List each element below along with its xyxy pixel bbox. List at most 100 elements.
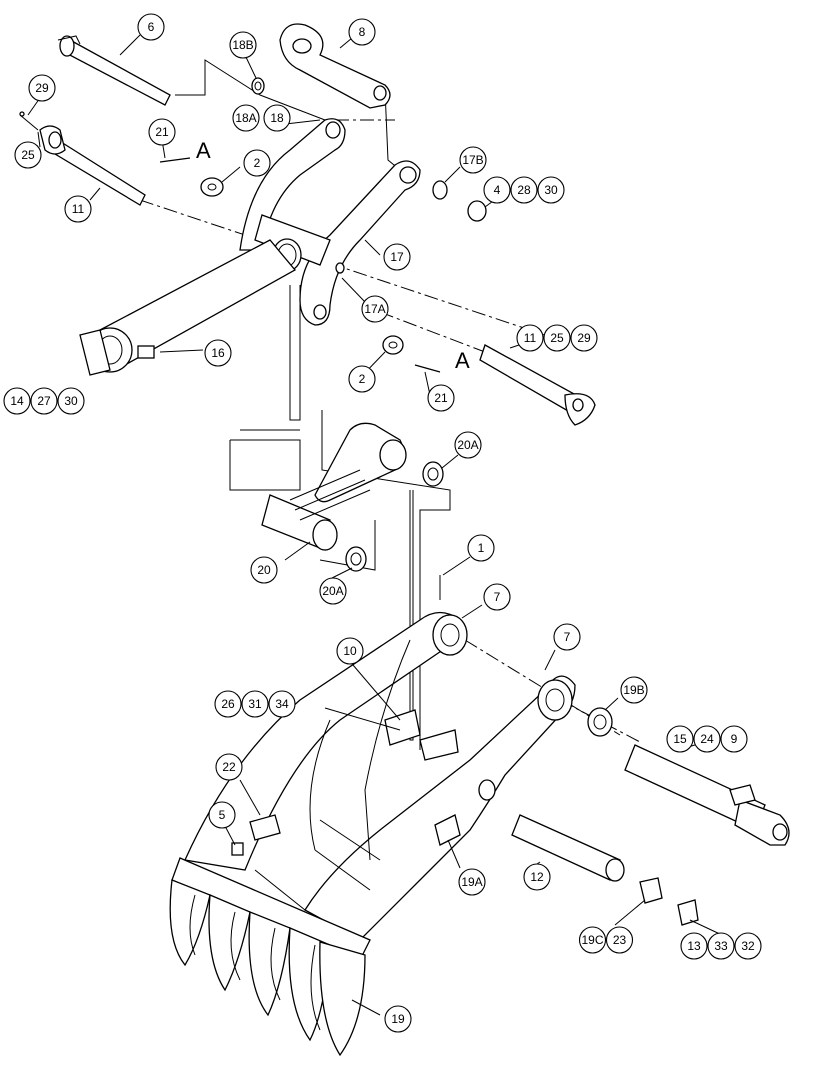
cotter-pin-21-upper	[159, 157, 191, 163]
callout-circle	[348, 18, 376, 46]
callout-c11b-0: 11	[516, 324, 544, 352]
bushing-19b	[587, 707, 613, 737]
callout-c22-0: 22	[215, 753, 243, 781]
ring-17b	[432, 180, 448, 200]
callout-c1-0: 1	[467, 534, 495, 562]
callout-label: 28	[517, 183, 531, 197]
callout-c20a1-0: 20A	[454, 431, 482, 459]
callout-circle	[148, 118, 176, 146]
callout-label: 22	[222, 760, 236, 774]
pin-11-left	[19, 111, 146, 206]
callout-circle	[243, 149, 271, 177]
callout-label: 20	[257, 563, 271, 577]
callout-label: 27	[37, 394, 51, 408]
washer-2-upper	[200, 177, 224, 197]
callout-circle	[64, 195, 92, 223]
callout-c26-0: 26	[214, 690, 242, 718]
callout-label: 18B	[232, 38, 253, 52]
callout-label: 19A	[461, 875, 482, 889]
callout-c2b-0: 2	[348, 365, 376, 393]
callout-label: 10	[343, 644, 357, 658]
callout-label: 21	[155, 125, 169, 139]
callout-circle	[543, 324, 571, 352]
callout-c25-0: 25	[14, 141, 42, 169]
callout-circle	[319, 577, 347, 605]
callout-c19a-0: 19A	[458, 868, 486, 896]
callout-label: 31	[248, 697, 262, 711]
callout-label: 7	[564, 630, 571, 644]
callout-c14-1: 27	[30, 387, 58, 415]
callout-c12-0: 12	[523, 863, 551, 891]
callout-label: 19	[391, 1012, 405, 1026]
callout-circle	[241, 690, 269, 718]
callout-c7a-0: 7	[483, 583, 511, 611]
callout-circle	[458, 868, 486, 896]
cotter-pin-21-lower	[414, 364, 441, 373]
callout-circle	[454, 431, 482, 459]
callout-c15-1: 24	[693, 725, 721, 753]
callout-circle	[516, 324, 544, 352]
callout-label: 9	[731, 732, 738, 746]
callout-label: 5	[219, 808, 226, 822]
callout-c16-0: 16	[204, 339, 232, 367]
callout-c17b-0: 17B	[459, 146, 487, 174]
callout-label: 32	[741, 939, 755, 953]
callout-circle	[229, 31, 257, 59]
callout-c10-0: 10	[336, 637, 364, 665]
callout-c4-0: 4	[483, 176, 511, 204]
callout-label: 20A	[457, 438, 478, 452]
callout-label: 30	[64, 394, 78, 408]
callout-label: 1	[478, 541, 485, 555]
callout-label: 11	[524, 331, 537, 345]
callout-circle	[427, 384, 455, 412]
callout-c21b-0: 21	[427, 384, 455, 412]
callout-circle	[467, 534, 495, 562]
callout-circle	[14, 141, 42, 169]
callout-circle	[28, 74, 56, 102]
callout-circle	[268, 690, 296, 718]
callout-circle	[30, 387, 58, 415]
callout-circle	[720, 725, 748, 753]
callout-circle	[459, 146, 487, 174]
boom-frame-17	[299, 160, 421, 326]
section-markers: A A	[196, 138, 470, 373]
callout-c15-2: 9	[720, 725, 748, 753]
callout-circle	[383, 243, 411, 271]
callout-label: 29	[35, 81, 49, 95]
callout-c11b-2: 29	[570, 324, 598, 352]
callout-circle	[553, 623, 581, 651]
callout-circle	[384, 1005, 412, 1033]
callout-label: 21	[434, 391, 448, 405]
callout-c11a-0: 11	[64, 195, 92, 223]
callout-label: 18	[270, 111, 284, 125]
callout-circle	[137, 13, 165, 41]
callout-circle	[204, 339, 232, 367]
callout-circle	[348, 365, 376, 393]
callout-circle	[250, 556, 278, 584]
callout-circle	[680, 932, 708, 960]
callout-c2a-0: 2	[243, 149, 271, 177]
callout-c13-0: 13	[680, 932, 708, 960]
callout-circle	[605, 926, 634, 954]
callout-c19b-0: 19B	[620, 676, 648, 704]
section-marker-a-lower: A	[455, 348, 470, 373]
callout-c18a-0: 18A	[232, 104, 260, 132]
callout-circle	[666, 725, 694, 753]
callout-label: 14	[10, 394, 24, 408]
callout-label: 17B	[462, 153, 483, 167]
callout-circle	[537, 176, 565, 204]
callout-circle	[361, 295, 389, 323]
callout-c29-0: 29	[28, 74, 56, 102]
bushing-18b	[251, 77, 265, 95]
callout-label: 7	[494, 590, 501, 604]
callout-label: 17	[390, 250, 404, 264]
callout-label: 25	[21, 148, 35, 162]
callout-label: 19B	[623, 683, 644, 697]
callout-c21a-0: 21	[148, 118, 176, 146]
callout-c6-0: 6	[137, 13, 165, 41]
callout-c13-2: 32	[734, 932, 762, 960]
rake-main-body	[184, 611, 576, 941]
callout-c14-2: 30	[57, 387, 85, 415]
callout-label: 17A	[364, 302, 385, 316]
